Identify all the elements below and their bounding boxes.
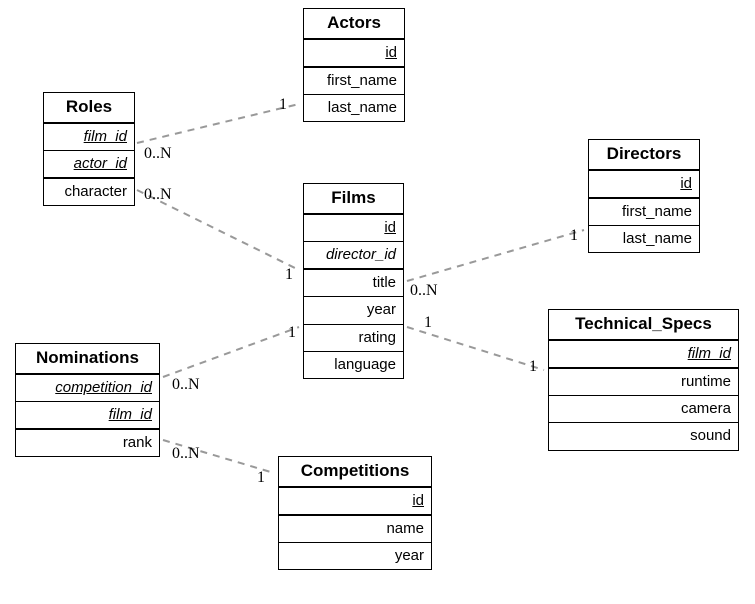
attribute-name: competition_id — [55, 378, 152, 396]
cardinality-label-films-directors-from: 0..N — [410, 282, 438, 299]
entity-title-roles: Roles — [44, 93, 134, 124]
attribute-name: language — [334, 355, 396, 373]
attribute-name: first_name — [326, 71, 397, 89]
attribute-row[interactable]: actor_id — [44, 151, 134, 180]
cardinality-label-roles-actors-from: 0..N — [144, 145, 172, 162]
attribute-row[interactable]: camera — [549, 396, 738, 424]
attribute-row[interactable]: title — [304, 270, 403, 298]
entity-title-directors: Directors — [589, 140, 699, 171]
attribute-name: rating — [358, 328, 396, 346]
entity-table-actors[interactable]: Actors id first_name last_name — [303, 8, 405, 123]
attribute-name: id — [384, 218, 396, 236]
attribute-list-competitions: id name year — [279, 488, 431, 570]
attribute-row[interactable]: id — [589, 171, 699, 199]
attribute-row[interactable]: sound — [549, 423, 738, 449]
attribute-row[interactable]: id — [279, 488, 431, 516]
attribute-name: id — [385, 43, 397, 61]
attribute-list-actors: id first_name last_name — [304, 40, 404, 122]
attribute-name: actor_id — [73, 154, 127, 172]
attribute-name: character — [64, 183, 127, 201]
attribute-row[interactable]: last_name — [589, 226, 699, 252]
attribute-name: name — [386, 519, 424, 537]
relationship-edge-roles-actors — [136, 103, 300, 144]
attribute-row[interactable]: film_id — [44, 124, 134, 151]
entity-table-competitions[interactable]: Competitions id name year — [278, 456, 432, 571]
attribute-row[interactable]: runtime — [549, 369, 738, 397]
cardinality-label-roles-actors-to: 1 — [279, 96, 287, 113]
entity-title-actors: Actors — [304, 9, 404, 40]
entity-table-directors[interactable]: Directors id first_name last_name — [588, 139, 700, 254]
entity-title-competitions: Competitions — [279, 457, 431, 488]
attribute-name: camera — [680, 400, 731, 418]
attribute-row[interactable]: first_name — [304, 68, 404, 96]
attribute-list-directors: id first_name last_name — [589, 171, 699, 253]
cardinality-label-roles-films-to: 1 — [285, 266, 293, 283]
attribute-name: film_id — [108, 405, 152, 423]
cardinality-label-nominations-comp-to: 1 — [257, 469, 265, 486]
attribute-row[interactable]: character — [44, 179, 134, 205]
attribute-row[interactable]: last_name — [304, 95, 404, 121]
attribute-row[interactable]: id — [304, 215, 403, 242]
entity-title-technical_specs: Technical_Specs — [549, 310, 738, 341]
attribute-row[interactable]: language — [304, 352, 403, 378]
attribute-row[interactable]: name — [279, 516, 431, 544]
attribute-name: first_name — [621, 202, 692, 220]
cardinality-label-nominations-films-to: 1 — [288, 324, 296, 341]
attribute-name: director_id — [325, 245, 396, 263]
attribute-row[interactable]: director_id — [304, 242, 403, 271]
cardinality-label-films-technical-from: 1 — [424, 314, 432, 331]
attribute-list-roles: film_id actor_id character — [44, 124, 134, 206]
entity-table-roles[interactable]: Roles film_id actor_id character — [43, 92, 135, 207]
cardinality-label-films-directors-to: 1 — [570, 227, 578, 244]
attribute-name: year — [366, 301, 396, 319]
attribute-name: sound — [690, 427, 731, 445]
entity-title-nominations: Nominations — [16, 344, 159, 375]
attribute-name: title — [372, 274, 396, 292]
attribute-name: rank — [122, 434, 152, 452]
attribute-row[interactable]: film_id — [549, 341, 738, 369]
attribute-row[interactable]: rating — [304, 325, 403, 352]
relationship-edge-films-technical_specs — [406, 326, 545, 371]
attribute-row[interactable]: year — [279, 543, 431, 569]
attribute-name: year — [394, 547, 424, 565]
attribute-row[interactable]: rank — [16, 430, 159, 456]
attribute-name: last_name — [622, 230, 692, 248]
attribute-row[interactable]: id — [304, 40, 404, 68]
attribute-name: last_name — [327, 99, 397, 117]
attribute-row[interactable]: film_id — [16, 402, 159, 431]
attribute-name: film_id — [687, 344, 731, 362]
attribute-row[interactable]: competition_id — [16, 375, 159, 402]
cardinality-label-nominations-comp-from: 0..N — [172, 445, 200, 462]
attribute-row[interactable]: year — [304, 297, 403, 325]
relationship-edge-films-directors — [406, 229, 585, 282]
attribute-name: id — [680, 174, 692, 192]
relationship-edge-nominations-films — [162, 326, 300, 378]
entity-title-films: Films — [304, 184, 403, 215]
attribute-name: runtime — [680, 372, 731, 390]
attribute-row[interactable]: first_name — [589, 199, 699, 227]
cardinality-label-nominations-films-from: 0..N — [172, 376, 200, 393]
cardinality-label-films-technical-to: 1 — [529, 358, 537, 375]
attribute-name: film_id — [83, 127, 127, 145]
cardinality-label-roles-films-from: 0..N — [144, 186, 172, 203]
attribute-name: id — [412, 491, 424, 509]
